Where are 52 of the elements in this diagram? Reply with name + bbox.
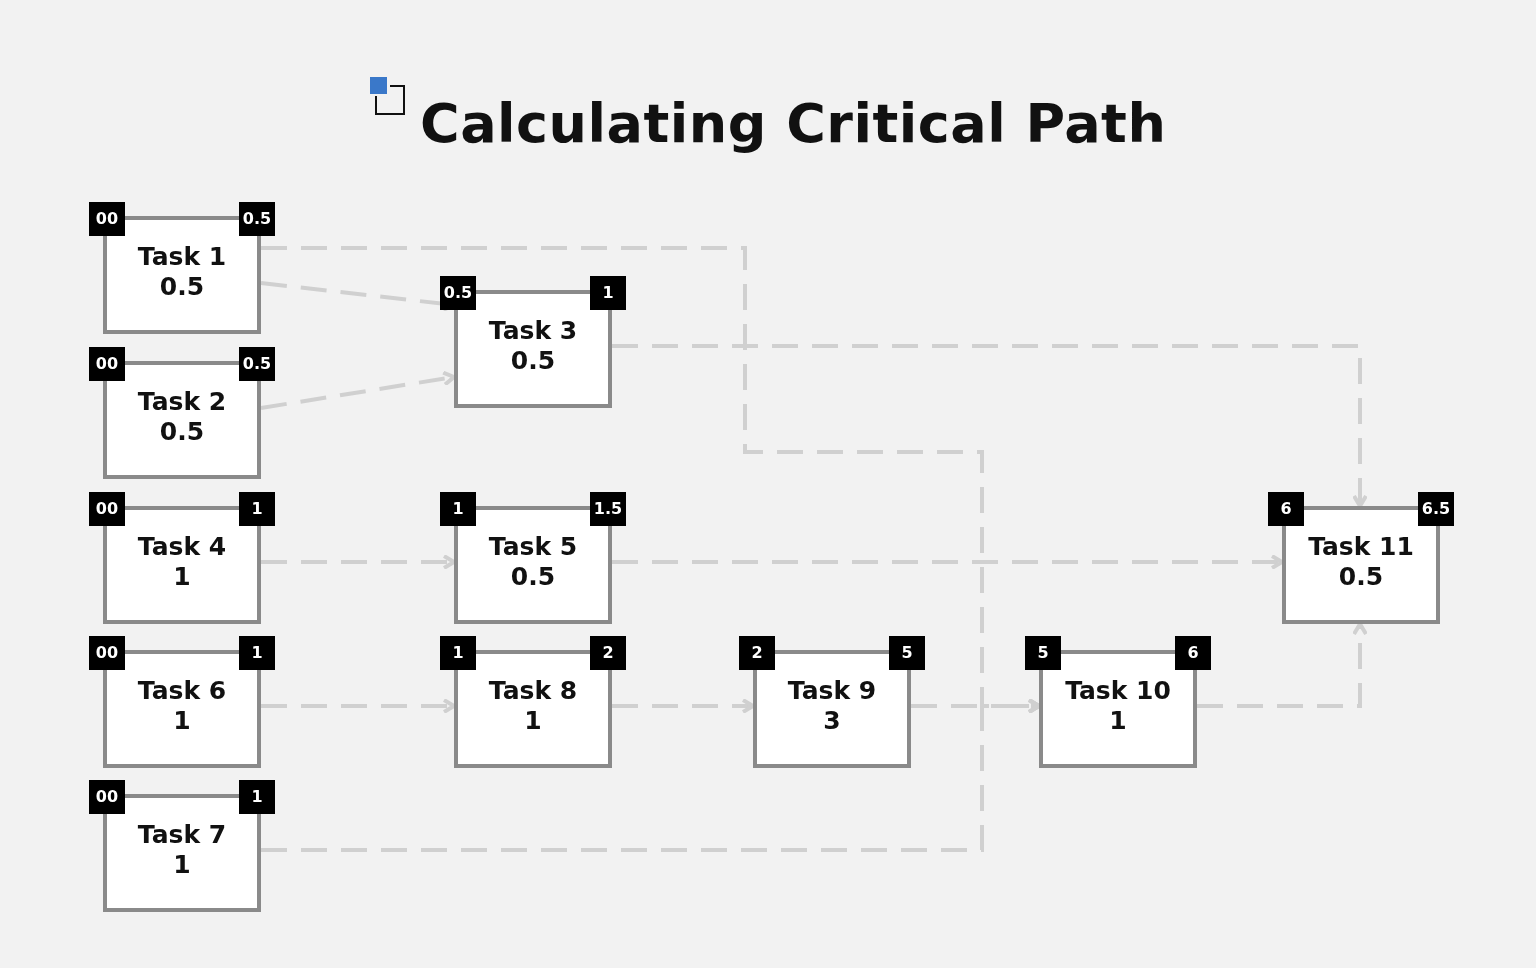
dashed-arrow [612,698,755,714]
dashed-arrow [612,344,1368,508]
dashed-arrow [1197,622,1368,708]
task-duration: 1 [172,706,192,736]
early-start-badge: 1 [440,492,476,526]
early-start-badge: 00 [89,347,125,381]
dashed-arrow [261,554,456,570]
early-start-badge: 1 [440,636,476,670]
task-duration: 0.5 [1337,562,1385,592]
task-duration: 1 [1108,706,1128,736]
dashed-arrow [260,370,456,410]
task-duration: 1 [172,562,192,592]
title: Calculating Critical Path [420,92,1167,155]
early-finish-badge: 1 [239,492,275,526]
task-name: Task 1 [136,242,228,272]
task-duration: 1 [523,706,543,736]
task-name: Task 2 [136,387,228,417]
early-start-badge: 0.5 [440,276,476,310]
task-name: Task 6 [136,676,228,706]
task-duration: 1 [172,850,192,880]
early-start-badge: 00 [89,636,125,670]
dashed-arrow [612,554,1284,570]
task-duration: 0.5 [158,272,206,302]
task-duration: 3 [822,706,842,736]
early-finish-badge: 1.5 [590,492,626,526]
task-name: Task 5 [487,532,579,562]
early-finish-badge: 1 [590,276,626,310]
task-name: Task 11 [1307,532,1415,562]
early-start-badge: 00 [89,492,125,526]
early-finish-badge: 1 [239,780,275,814]
task-name: Task 4 [136,532,228,562]
task-name: Task 9 [786,676,878,706]
early-finish-badge: 0.5 [239,347,275,381]
task-name: Task 8 [487,676,579,706]
early-finish-badge: 2 [590,636,626,670]
early-finish-badge: 6.5 [1418,492,1454,526]
early-start-badge: 6 [1268,492,1304,526]
dashed-arrow [261,698,456,714]
early-finish-badge: 6 [1175,636,1211,670]
task-name: Task 10 [1064,676,1172,706]
early-start-badge: 2 [739,636,775,670]
early-start-badge: 00 [89,780,125,814]
task-name: Task 7 [136,820,228,850]
early-finish-badge: 0.5 [239,202,275,236]
task-duration: 0.5 [158,417,206,447]
early-start-badge: 00 [89,202,125,236]
early-start-badge: 5 [1025,636,1061,670]
task-duration: 0.5 [509,346,557,376]
task-name: Task 3 [487,316,579,346]
early-finish-badge: 1 [239,636,275,670]
task-duration: 0.5 [509,562,557,592]
early-finish-badge: 5 [889,636,925,670]
